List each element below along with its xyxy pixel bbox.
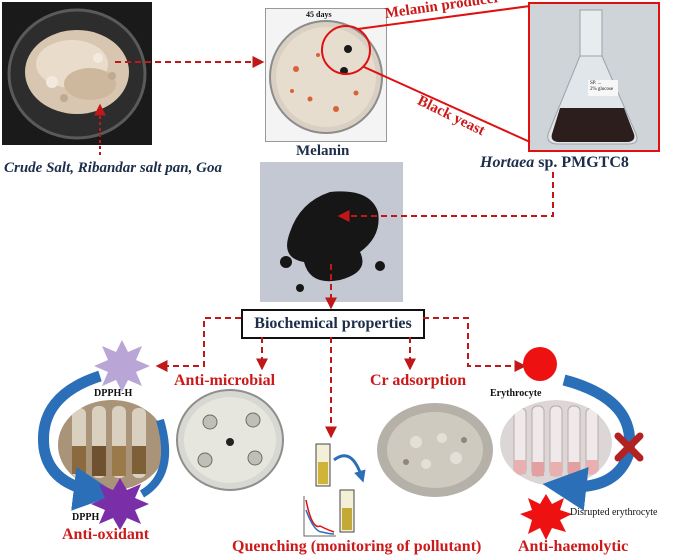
erythrocyte-circle xyxy=(523,347,557,381)
flask-caption-genus: Hortaea xyxy=(480,154,535,171)
quenching-illustration xyxy=(303,443,355,537)
haemolytic-illustration xyxy=(500,400,612,486)
branch-antihaemolytic xyxy=(423,317,527,372)
pigment-illustration xyxy=(260,162,403,302)
melanin-producer-callout: Melanin producer xyxy=(383,0,501,22)
plate-caption: Melanin xyxy=(296,143,350,159)
biochemical-properties-box: Biochemical properties xyxy=(241,309,425,339)
disrupted-erythrocyte-burst xyxy=(520,494,572,540)
antioxidant-title: Anti-oxidant xyxy=(62,526,150,543)
disrupted-erythrocyte-label: Disrupted erythrocyte xyxy=(570,507,658,518)
antihaemolytic-title: Anti-haemolytic xyxy=(518,538,629,555)
erythrocyte-label: Erythrocyte xyxy=(490,388,542,399)
dpph-h-burst xyxy=(94,340,150,392)
flask-photo xyxy=(528,2,660,152)
flask-caption-strain: sp. PMGTC8 xyxy=(534,154,629,171)
flask-caption: Hortaea sp. PMGTC8 xyxy=(480,154,629,172)
cr-adsorption-title: Cr adsorption xyxy=(370,372,467,389)
antihaemolytic-tubes-photo xyxy=(500,400,612,486)
quenching-title: Quenching (monitoring of pollutant) xyxy=(232,538,482,555)
dpph-label: DPPH xyxy=(72,512,100,523)
tubes-illustration xyxy=(58,400,166,490)
plate-illustration xyxy=(269,20,383,134)
plate-days-label: 45 days xyxy=(306,10,332,19)
black-yeast-callout: Black yeast xyxy=(414,92,488,140)
antioxidant-tubes-photo xyxy=(58,400,166,490)
dpph-h-label: DPPH-H xyxy=(94,388,133,399)
melanin-plate-photo xyxy=(265,8,387,142)
antimicrobial-plate-photo xyxy=(175,388,285,492)
quenching-cuvettes-photo xyxy=(302,440,368,538)
crude-salt-illustration xyxy=(7,8,147,140)
flask-label-1: SP. ... xyxy=(590,81,602,86)
flask-label-2: 2% glucose xyxy=(590,87,614,92)
melanin-pigment-photo xyxy=(260,162,403,302)
crude-salt-caption: Crude Salt, Ribandar salt pan, Goa xyxy=(4,160,222,176)
cr-adsorption-photo xyxy=(376,402,494,498)
branch-antioxidant xyxy=(155,317,241,372)
flask-illustration xyxy=(530,4,658,150)
antimicrobial-title: Anti-microbial xyxy=(174,372,276,389)
block-x-icon xyxy=(614,432,644,462)
crude-salt-photo xyxy=(2,2,152,145)
cr-adsorption-illustration xyxy=(377,403,493,497)
antimicrobial-illustration xyxy=(176,389,284,491)
